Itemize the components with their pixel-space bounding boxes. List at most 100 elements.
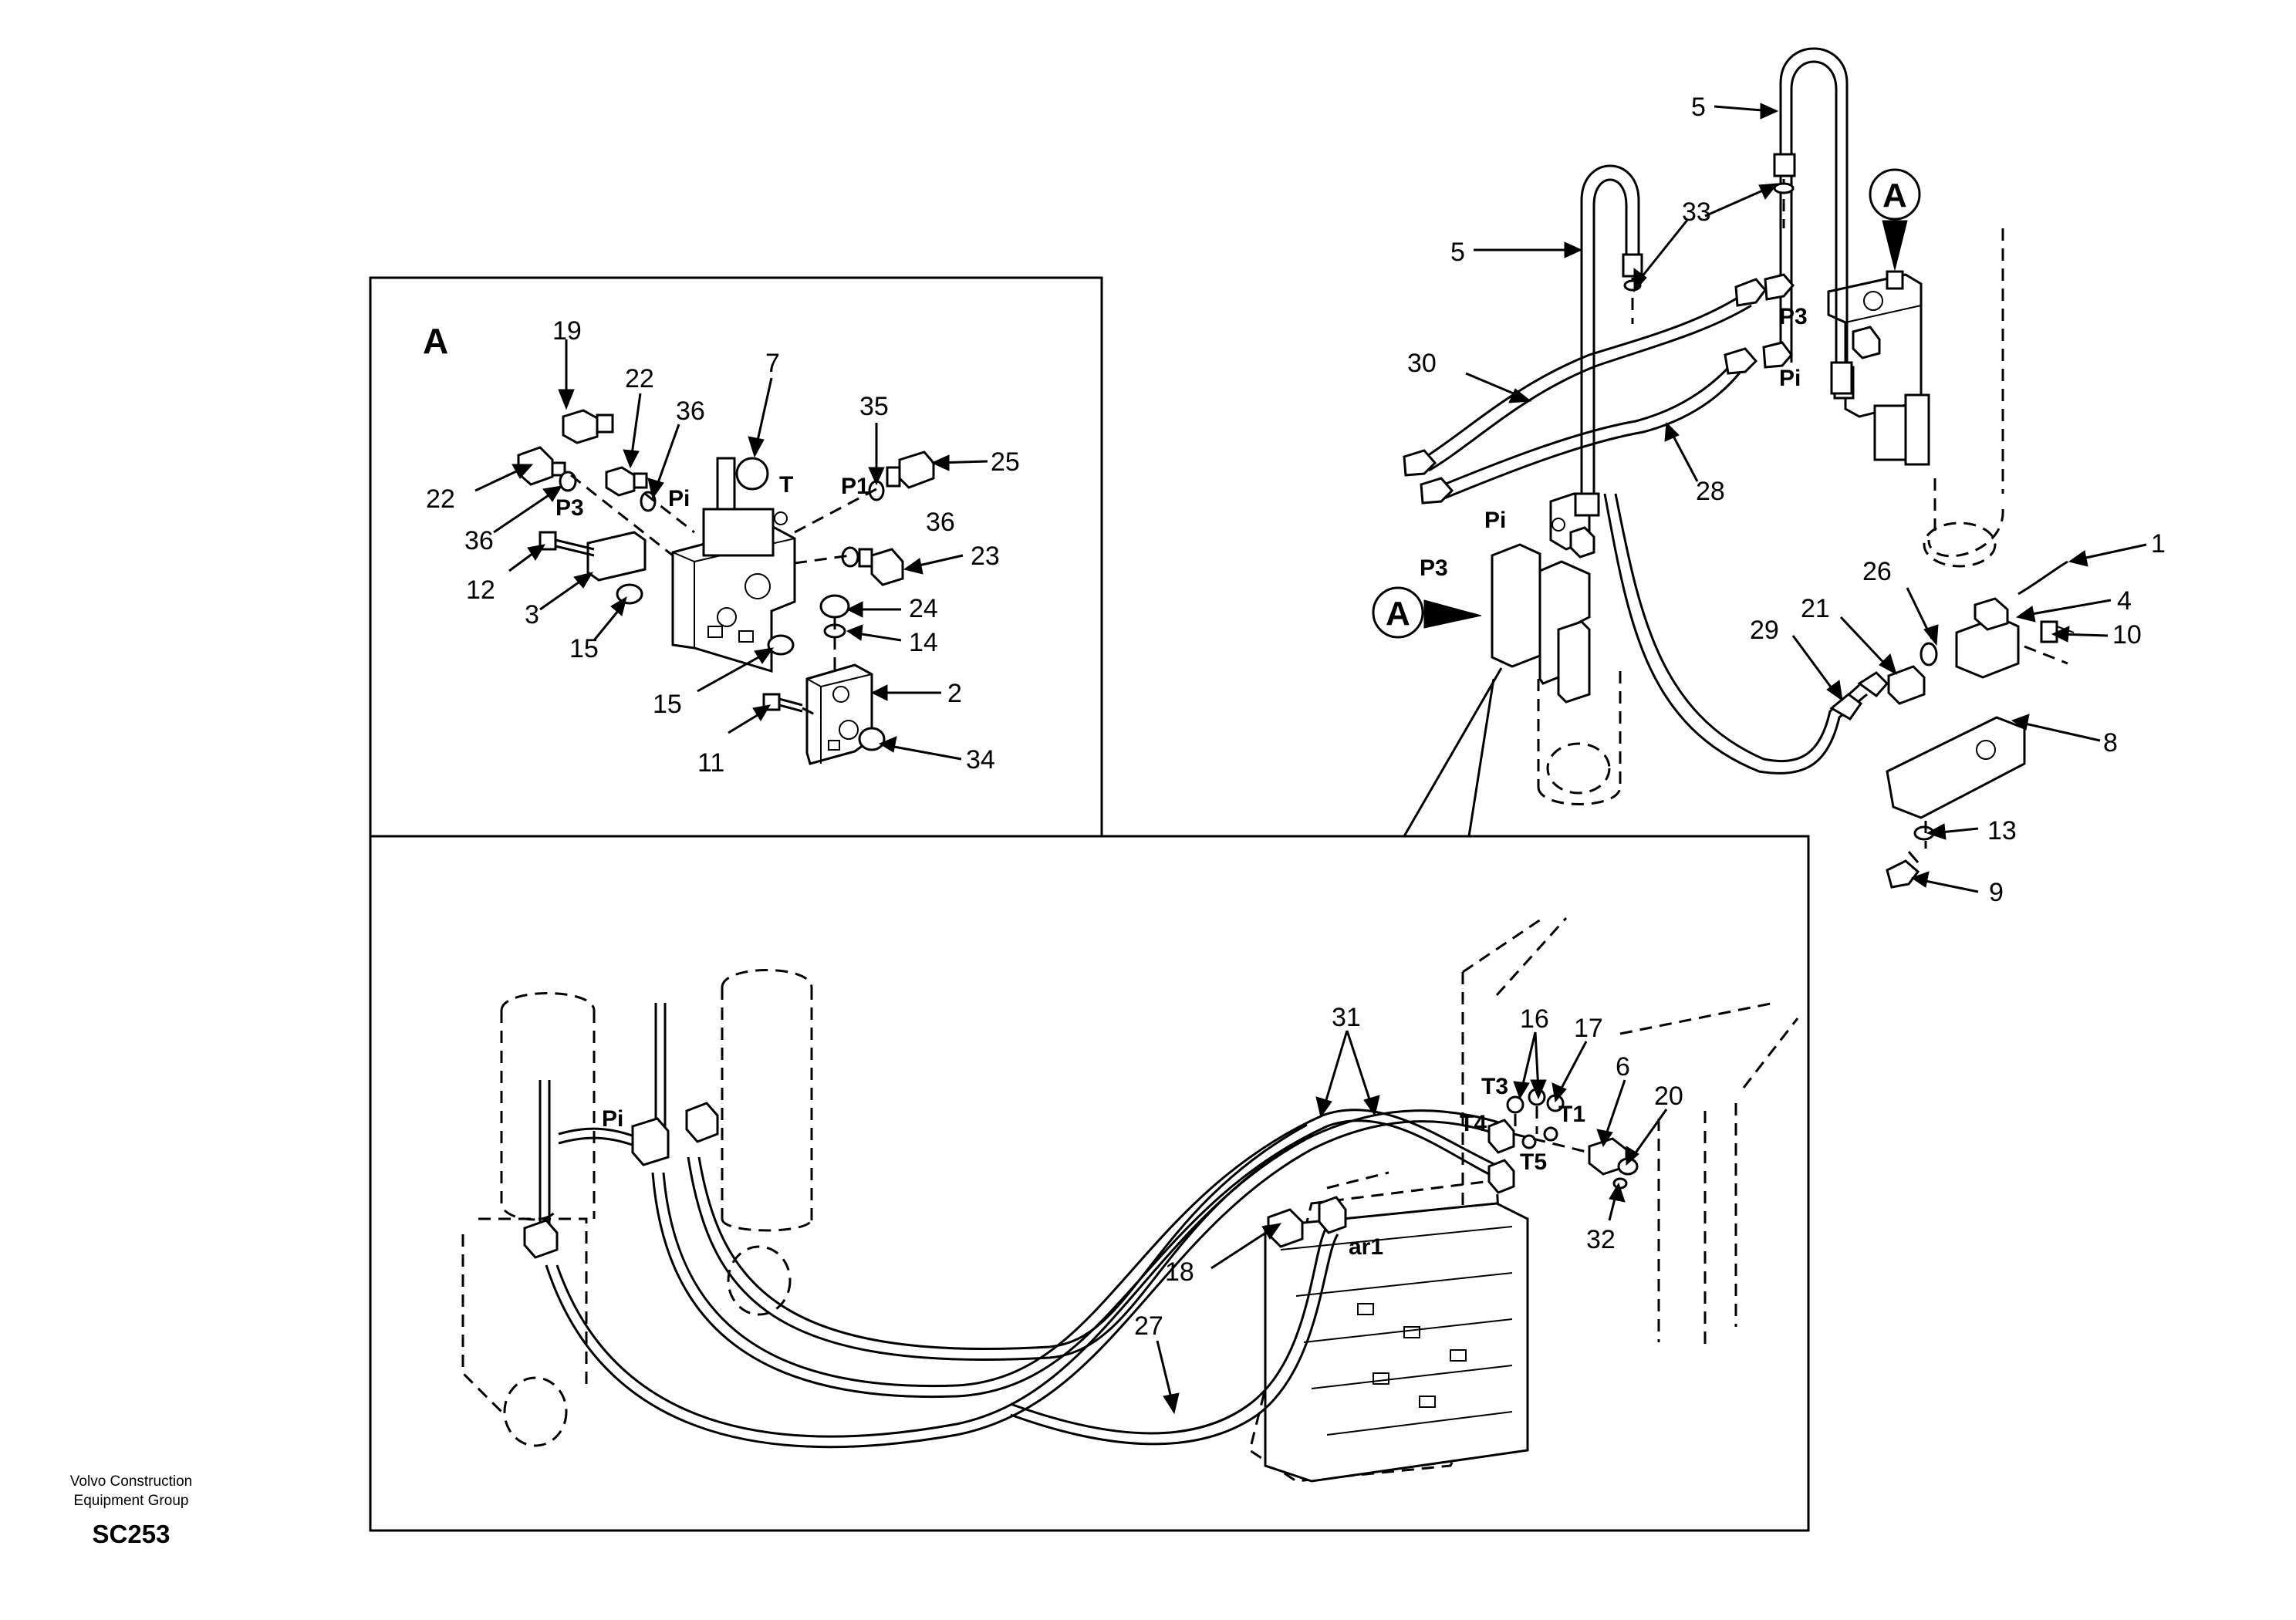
callout-36-right: 36 xyxy=(926,508,955,537)
lower-port-t5: T5 xyxy=(1520,1149,1547,1175)
callout-28: 28 xyxy=(1696,477,1725,506)
callout-4: 4 xyxy=(2117,586,2132,616)
main-leaders xyxy=(1465,103,2147,893)
lower-port-t3: T3 xyxy=(1481,1074,1508,1099)
valve-body-7 xyxy=(671,457,796,673)
callout-30: 30 xyxy=(1407,349,1437,378)
callout-27: 27 xyxy=(1134,1311,1163,1341)
detail-view-a: A xyxy=(369,276,1103,838)
detail-port-p1: P1 xyxy=(841,474,869,499)
callout-5-left: 5 xyxy=(1450,238,1465,267)
lower-left-pipes xyxy=(523,1003,719,1259)
washer-13-bolt-9 xyxy=(1886,821,1935,889)
detail-port-t: T xyxy=(779,472,793,498)
view-marker-a-top: A xyxy=(1869,168,1921,271)
callout-1: 1 xyxy=(2151,529,2166,559)
callout-15-left: 15 xyxy=(569,634,599,663)
callout-6: 6 xyxy=(1616,1052,1630,1082)
valve-stack-left xyxy=(1491,492,1595,704)
callout-23: 23 xyxy=(971,542,1000,571)
callout-26: 26 xyxy=(1862,557,1892,586)
callout-19: 19 xyxy=(552,316,582,346)
svg-text:A: A xyxy=(1882,177,1907,214)
callout-20: 20 xyxy=(1654,1082,1683,1111)
lower-port-pi: Pi xyxy=(602,1106,623,1132)
lower-leaders xyxy=(1156,1030,1668,1415)
fitting-21 xyxy=(1887,665,1926,705)
bolt-12 xyxy=(539,531,595,557)
callout-31: 31 xyxy=(1332,1003,1361,1032)
fitting-25 xyxy=(886,451,935,489)
detail-view-title: A xyxy=(423,321,448,361)
svg-text:A: A xyxy=(1386,595,1410,633)
fitting-22-left xyxy=(517,446,566,486)
fitting-19 xyxy=(562,409,614,444)
detail-port-p3: P3 xyxy=(555,495,584,521)
callout-25: 25 xyxy=(991,447,1020,477)
callout-36-upper: 36 xyxy=(676,397,705,426)
callout-35: 35 xyxy=(859,392,889,421)
detail-port-pi: Pi xyxy=(668,486,690,511)
plug-24 xyxy=(819,594,850,639)
tank-fittings xyxy=(1487,1088,1639,1194)
lower-port-ar1: ar1 xyxy=(1349,1234,1383,1260)
main-view: A A P3 xyxy=(1372,47,2166,907)
callout-24: 24 xyxy=(909,594,938,623)
view-marker-a-left: A xyxy=(1372,586,1482,639)
callout-18: 18 xyxy=(1165,1257,1194,1287)
oring-34 xyxy=(858,727,886,751)
lower-view: Pi T3 T4 T1 T5 ar1 31 16 17 6 20 32 18 2… xyxy=(369,835,1810,1532)
drawing-code: SC253 xyxy=(92,1520,171,1548)
footer: Volvo Construction Equipment Group SC253 xyxy=(46,1472,216,1549)
lower-dashed-outlines xyxy=(461,916,1799,1483)
bracket-8 xyxy=(1886,716,2026,819)
plate-3 xyxy=(586,531,647,582)
oring-36-upper xyxy=(640,491,657,512)
main-port-p3-top: P3 xyxy=(1779,304,1808,329)
callout-7: 7 xyxy=(765,349,780,378)
lower-port-t1: T1 xyxy=(1558,1102,1585,1127)
callout-8: 8 xyxy=(2103,728,2118,758)
main-port-pi-left: Pi xyxy=(1484,508,1506,533)
fitting-23 xyxy=(858,548,904,586)
callout-9: 9 xyxy=(1989,878,2004,907)
callout-10: 10 xyxy=(2112,620,2142,650)
callout-32: 32 xyxy=(1586,1225,1616,1254)
callout-33: 33 xyxy=(1682,197,1711,227)
oring-15-right xyxy=(767,634,795,656)
callout-36-left: 36 xyxy=(464,526,494,555)
lower-port-t4: T4 xyxy=(1460,1111,1487,1136)
pressure-switch-4 xyxy=(1920,560,2068,679)
lower-hoses xyxy=(545,1109,1507,1449)
control-valve-ar1 xyxy=(1264,1202,1529,1483)
callout-3: 3 xyxy=(525,600,539,629)
callout-16: 16 xyxy=(1520,1004,1549,1034)
lower-view-frame xyxy=(369,835,1810,1532)
hose-29 xyxy=(1603,493,1889,775)
oring-36-left xyxy=(559,471,577,492)
hose-30-28 xyxy=(1403,273,1795,505)
callout-14: 14 xyxy=(909,628,938,657)
callout-13: 13 xyxy=(1987,816,2017,845)
main-port-pi-top: Pi xyxy=(1779,366,1801,391)
callout-15-right: 15 xyxy=(653,690,682,719)
callout-12: 12 xyxy=(466,575,495,605)
company-name-line1: Volvo Construction xyxy=(69,1473,193,1490)
callout-34: 34 xyxy=(966,745,995,775)
callout-17: 17 xyxy=(1574,1014,1603,1043)
bolt-11 xyxy=(762,693,803,713)
callout-29: 29 xyxy=(1750,616,1779,645)
lower-block-2 xyxy=(805,663,873,765)
company-name-line2: Equipment Group xyxy=(73,1493,189,1509)
callout-11: 11 xyxy=(697,748,724,778)
hose-5 xyxy=(1574,47,1853,517)
main-port-p3-left: P3 xyxy=(1420,555,1448,581)
callout-2: 2 xyxy=(947,679,962,708)
callout-5-top: 5 xyxy=(1691,93,1706,122)
callout-22-left: 22 xyxy=(426,484,455,514)
callout-22-upper: 22 xyxy=(625,364,654,393)
detail-leaders xyxy=(474,339,988,761)
fitting-22-upper xyxy=(605,466,648,497)
callout-21: 21 xyxy=(1801,594,1830,623)
